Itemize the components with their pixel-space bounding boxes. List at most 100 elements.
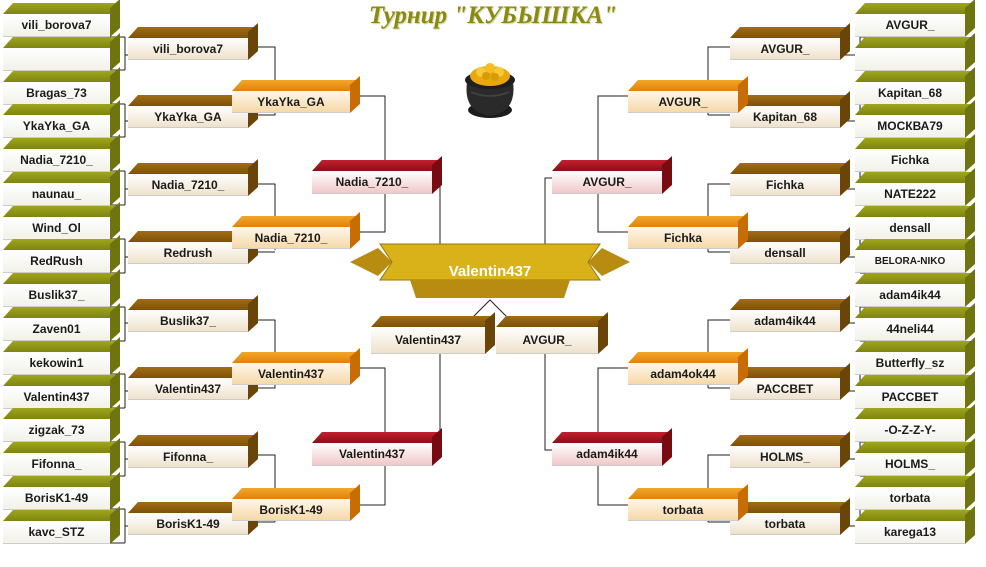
right-round2-player: Fichka xyxy=(730,158,850,196)
right-round1-player: adam4ik44 xyxy=(855,268,975,307)
right-round3-player-label: Fichka xyxy=(628,227,738,249)
right-round1-player-label: densall xyxy=(855,217,965,240)
right-finalist-label: AVGUR_ xyxy=(496,327,598,354)
right-round1-player-label: -O-Z-Z-Y- xyxy=(855,419,965,442)
gold-pot-icon xyxy=(465,63,515,118)
left-round1-player-label: BorisK1-49 xyxy=(3,487,110,510)
left-round2-player-label: Redrush xyxy=(128,242,248,264)
right-round3-player: Fichka xyxy=(628,211,748,249)
right-round3-player-label: torbata xyxy=(628,499,738,521)
left-round2-player-label: Buslik37_ xyxy=(128,310,248,332)
left-round1-player: vili_borova7 xyxy=(3,0,120,37)
left-round1-player-label: naunau_ xyxy=(3,183,110,206)
right-round4-player: AVGUR_ xyxy=(552,155,672,194)
right-round2-player-label: adam4ik44 xyxy=(730,310,840,332)
right-round4-player: adam4ik44 xyxy=(552,427,672,466)
right-round4-player-label: adam4ik44 xyxy=(552,443,662,466)
left-finalist: Valentin437 xyxy=(371,311,495,354)
right-round1-player: BELORA-NIKO xyxy=(855,234,975,273)
right-round1-player-label: torbata xyxy=(855,487,965,510)
right-finalist: AVGUR_ xyxy=(496,311,608,354)
left-round2-player: Fifonna_ xyxy=(128,430,258,468)
left-round2-player-label: Fifonna_ xyxy=(128,446,248,468)
left-round1-player-label: kekowin1 xyxy=(3,352,110,375)
right-round3-player-label: adam4ok44 xyxy=(628,363,738,385)
left-round4-player: Nadia_7210_ xyxy=(312,155,442,194)
right-round1-player-label: BELORA-NIKO xyxy=(855,250,965,273)
right-round1-player: torbata xyxy=(855,471,975,510)
right-round1-player: HOLMS_ xyxy=(855,437,975,476)
right-round3-player: adam4ok44 xyxy=(628,347,748,385)
right-round2-player-label: densall xyxy=(730,242,840,264)
right-round2-player-label: HOLMS_ xyxy=(730,446,840,468)
left-round1-player: RedRush xyxy=(3,234,120,273)
left-round2-player: Nadia_7210_ xyxy=(128,158,258,196)
right-round4-player-label: AVGUR_ xyxy=(552,171,662,194)
left-round1-player: YkaYka_GA xyxy=(3,99,120,138)
page-title: Турнир "КУБЫШКА" xyxy=(368,2,618,29)
right-round1-player xyxy=(855,32,975,71)
left-round1-player: kavc_STZ xyxy=(3,505,120,544)
left-round2-player-label: YkaYka_GA xyxy=(128,106,248,128)
right-round1-player: Butterfly_sz xyxy=(855,336,975,375)
left-round2-player-label: BorisK1-49 xyxy=(128,513,248,535)
left-round1-player: BorisK1-49 xyxy=(3,471,120,510)
left-round1-player: Zaven01 xyxy=(3,302,120,341)
right-round2-player: AVGUR_ xyxy=(730,22,850,60)
left-round1-player: Fifonna_ xyxy=(3,437,120,476)
left-round2-player: Buslik37_ xyxy=(128,294,258,332)
left-round2-player: vili_borova7 xyxy=(128,22,258,60)
right-round2-player: torbata xyxy=(730,497,850,535)
right-round3-player-label: AVGUR_ xyxy=(628,91,738,113)
left-round1-player-label: Wind_Ol xyxy=(3,217,110,240)
left-round4-player: Valentin437 xyxy=(312,427,442,466)
champion-name: Valentin437 xyxy=(448,263,532,280)
left-round1-player-label xyxy=(3,48,110,71)
right-round1-player-label: HOLMS_ xyxy=(855,453,965,476)
left-round1-player-label: vili_borova7 xyxy=(3,14,110,37)
left-round1-player-label: kavc_STZ xyxy=(3,521,110,544)
right-round1-player: AVGUR_ xyxy=(855,0,975,37)
left-round4-player-label: Nadia_7210_ xyxy=(312,171,432,194)
left-round1-player: Nadia_7210_ xyxy=(3,133,120,172)
right-round1-player-label: РАССВЕТ xyxy=(855,386,965,409)
right-round2-player-label: РАССВЕТ xyxy=(730,378,840,400)
left-round2-player-label: Valentin437 xyxy=(128,378,248,400)
right-round2-player-label: torbata xyxy=(730,513,840,535)
left-round2-player: YkaYka_GA xyxy=(128,90,258,128)
left-round1-player-label: Valentin437 xyxy=(3,386,110,409)
right-round2-player-label: AVGUR_ xyxy=(730,38,840,60)
left-finalist-label: Valentin437 xyxy=(371,327,485,354)
right-round2-player: РАССВЕТ xyxy=(730,362,850,400)
right-round1-player: karega13 xyxy=(855,505,975,544)
right-round1-player: NATE222 xyxy=(855,167,975,206)
left-round2-player-label: Nadia_7210_ xyxy=(128,174,248,196)
right-round2-player-label: Fichka xyxy=(730,174,840,196)
right-round3-player: torbata xyxy=(628,483,748,521)
right-round2-player: adam4ik44 xyxy=(730,294,850,332)
left-round1-player: Buslik37_ xyxy=(3,268,120,307)
right-round1-player-label: AVGUR_ xyxy=(855,14,965,37)
left-round3-player-label: YkaYka_GA xyxy=(232,91,350,113)
right-round2-player: densall xyxy=(730,226,850,264)
left-round3-player-label: Nadia_7210_ xyxy=(232,227,350,249)
left-round1-player: Bragas_73 xyxy=(3,66,120,105)
left-round3-player: Nadia_7210_ xyxy=(232,211,360,249)
left-round1-player-label: Fifonna_ xyxy=(3,453,110,476)
right-round2-player: HOLMS_ xyxy=(730,430,850,468)
right-round1-player: densall xyxy=(855,201,975,240)
left-round3-player-label: Valentin437 xyxy=(232,363,350,385)
right-round1-player: Fichka xyxy=(855,133,975,172)
right-round1-player-label: karega13 xyxy=(855,521,965,544)
left-round3-player: YkaYka_GA xyxy=(232,75,360,113)
left-round2-player: Redrush xyxy=(128,226,258,264)
right-round1-player-label: adam4ik44 xyxy=(855,284,965,307)
left-round1-player: naunau_ xyxy=(3,167,120,206)
right-round1-player: РАССВЕТ xyxy=(855,370,975,409)
left-round4-player-label: Valentin437 xyxy=(312,443,432,466)
left-round1-player: Wind_Ol xyxy=(3,201,120,240)
right-round1-player-label: Fichka xyxy=(855,149,965,172)
left-round1-player-label: Bragas_73 xyxy=(3,82,110,105)
right-round1-player: МОСКВА79 xyxy=(855,99,975,138)
left-round1-player-label: RedRush xyxy=(3,250,110,273)
